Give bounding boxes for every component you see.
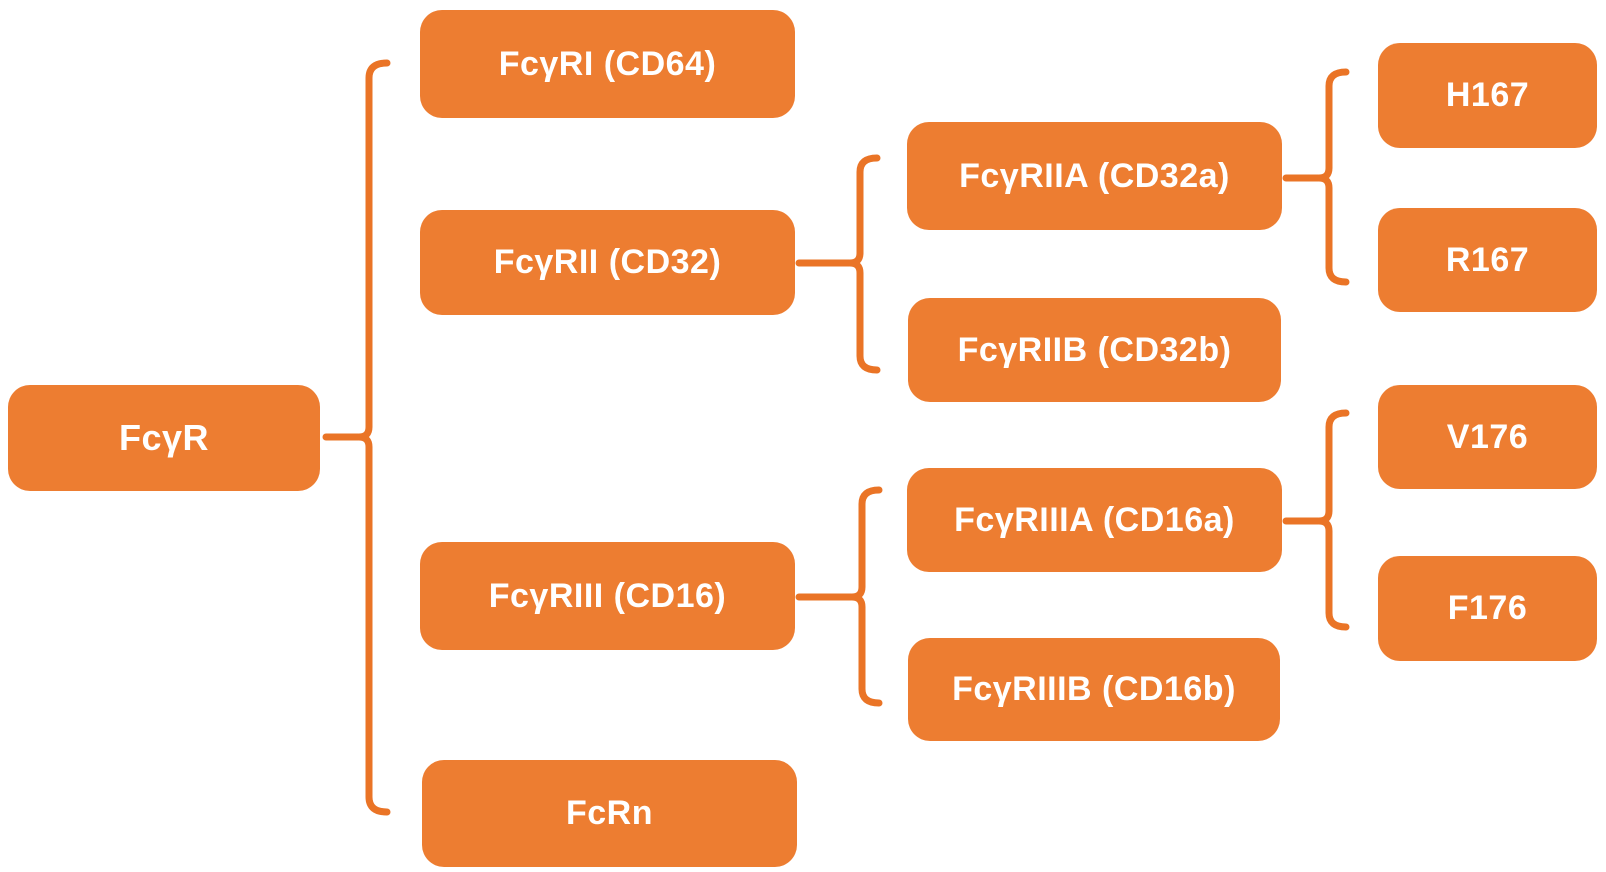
- brace-root-children: [355, 59, 391, 816]
- brace-fcgr2a-children: [1315, 68, 1350, 286]
- node-fcgr3a-cd16a: FcγRIIIA (CD16a): [907, 468, 1282, 572]
- node-r167: R167: [1378, 208, 1597, 312]
- brace-fcgr3-children: [848, 486, 883, 707]
- node-fcrn: FcRn: [422, 760, 797, 867]
- node-fcgr3-cd16: FcγRIII (CD16): [420, 542, 795, 650]
- node-v176: V176: [1378, 385, 1597, 489]
- node-h167: H167: [1378, 43, 1597, 148]
- brace-fcgr3a-children: [1315, 409, 1350, 631]
- brace-fcgr2-children: [846, 154, 881, 374]
- node-f176: F176: [1378, 556, 1597, 661]
- node-fcgr1-cd64: FcγRI (CD64): [420, 10, 795, 118]
- node-fcgr2a-cd32a: FcγRIIA (CD32a): [907, 122, 1282, 230]
- node-fcgr2-cd32: FcγRII (CD32): [420, 210, 795, 315]
- node-fcgr3b-cd16b: FcγRIIIB (CD16b): [908, 638, 1280, 741]
- node-fcgr2b-cd32b: FcγRIIB (CD32b): [908, 298, 1281, 402]
- node-fcgr-root: FcγR: [8, 385, 320, 491]
